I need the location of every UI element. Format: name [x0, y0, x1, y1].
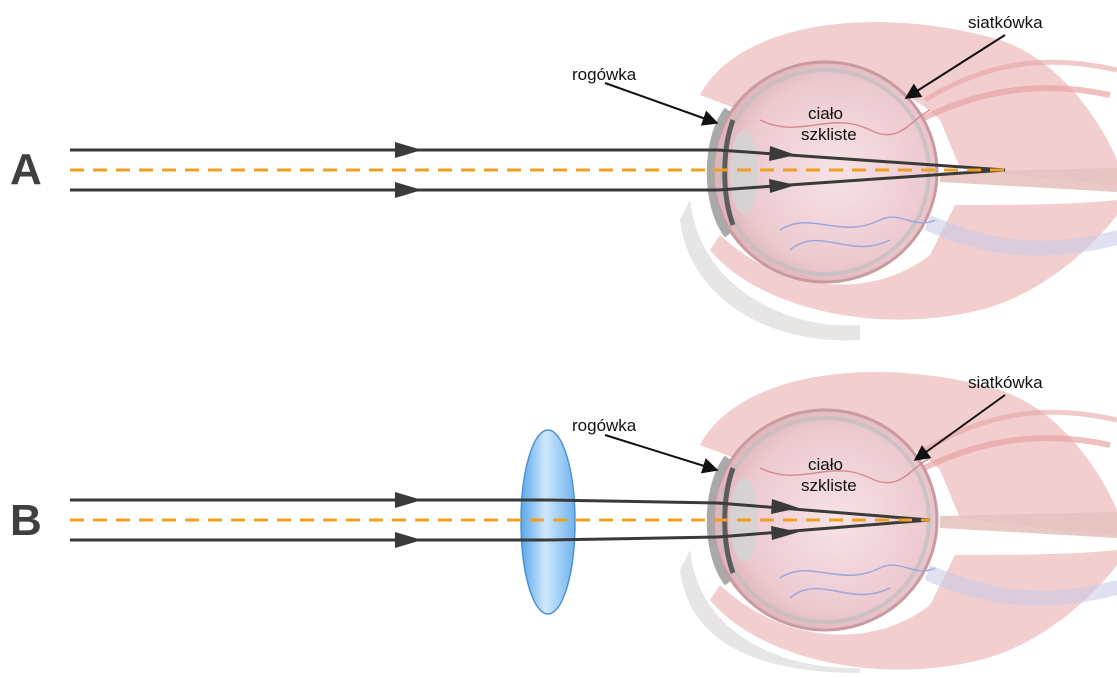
cornea-label-b: rogówka	[572, 416, 637, 435]
retina-label-b: siatkówka	[968, 373, 1043, 392]
panel-letter-b: B	[10, 496, 42, 545]
vitreous-label-a-line2: szkliste	[801, 125, 857, 144]
panel-letter-a: A	[10, 145, 42, 194]
ray-arrow-icon	[395, 492, 422, 508]
corrective-lens	[521, 430, 575, 614]
ray-arrow-icon	[395, 182, 422, 198]
panel-a: A rogówka siatkówka ciało szkliste	[10, 13, 1117, 340]
eye-illustration-a	[680, 22, 1117, 340]
vitreous-label-b-line1: ciało	[808, 455, 843, 474]
vitreous-label-b-line2: szkliste	[801, 476, 857, 495]
cornea-pointer-a	[605, 83, 717, 123]
panel-b: B rogówka siatkówka ciało szkliste	[10, 372, 1117, 673]
ray-arrow-icon	[395, 142, 422, 158]
cornea-pointer-b	[605, 435, 717, 470]
vitreous-label-a-line1: ciało	[808, 104, 843, 123]
retina-label-a: siatkówka	[968, 13, 1043, 32]
ray-arrow-icon	[395, 532, 422, 548]
cornea-label-a: rogówka	[572, 65, 637, 84]
